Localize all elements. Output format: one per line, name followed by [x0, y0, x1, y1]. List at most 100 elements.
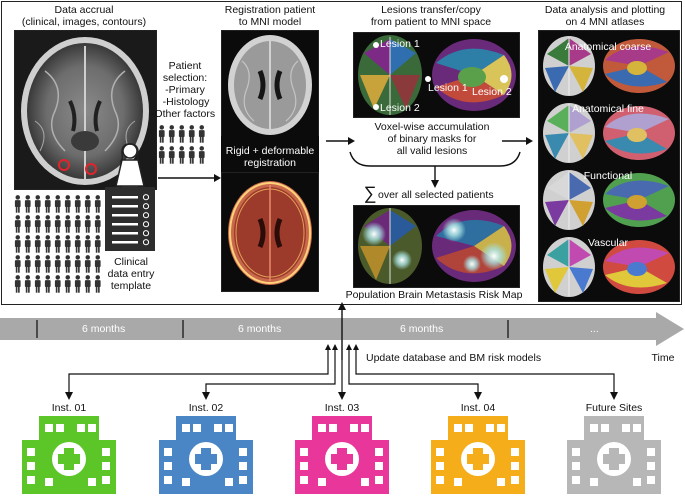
- hospital-window: [454, 424, 462, 432]
- template-line: [112, 196, 138, 199]
- person-icon: [14, 215, 21, 233]
- arrow-selection-to-registration: [158, 174, 221, 182]
- hospital-window: [102, 476, 110, 484]
- person-icon: [54, 195, 61, 213]
- site-connection-arrows: [65, 302, 618, 400]
- hospital-window: [436, 448, 444, 456]
- person-icon: [94, 195, 101, 213]
- hospital-window: [590, 478, 598, 486]
- hospital-window: [647, 476, 655, 484]
- hospital-window: [45, 478, 53, 486]
- hospital-window: [27, 448, 35, 456]
- template-checkbox: [142, 239, 150, 246]
- hospital-window: [318, 478, 326, 486]
- accumulation-bracket-arrows: [349, 151, 521, 188]
- person-icon: [64, 255, 71, 273]
- hospital-window: [214, 424, 222, 432]
- hospital-window: [647, 448, 655, 456]
- lesion-label-2b: Lesion 2: [472, 86, 512, 98]
- hospital-window: [375, 448, 383, 456]
- hospital-window: [77, 424, 85, 432]
- template-line: [112, 232, 138, 235]
- person-icon: [84, 215, 91, 233]
- hospital-window: [27, 462, 35, 470]
- hospital-window: [633, 478, 641, 486]
- institution-4-label: Inst. 04: [460, 402, 496, 414]
- registration-label-box: [221, 136, 319, 172]
- template-label-line2: data entry: [107, 268, 155, 280]
- hospital-window: [572, 476, 580, 484]
- analysis-title-line1: Data analysis and plotting: [544, 4, 666, 16]
- person-icon: [74, 255, 81, 273]
- hospital-icon-inst-01: [22, 416, 116, 494]
- hospital-window: [633, 424, 641, 432]
- person-icon: [44, 195, 51, 213]
- hospital-window: [622, 424, 630, 432]
- hospital-window: [375, 462, 383, 470]
- template-line: [112, 223, 138, 226]
- hospital-cross-h: [467, 454, 489, 464]
- timeline-segment-2: 6 months: [238, 323, 282, 335]
- person-icon: [24, 195, 31, 213]
- hospital-window: [56, 424, 64, 432]
- hospital-icon-inst-02: [159, 416, 253, 494]
- hospital-window: [193, 424, 201, 432]
- hospital-window: [182, 424, 190, 432]
- hospital-icon-future-sites: [567, 416, 661, 494]
- hospital-window: [239, 448, 247, 456]
- hospital-icon-inst-04: [431, 416, 525, 494]
- person-icon: [34, 275, 41, 293]
- hospital-window: [465, 424, 473, 432]
- hospital-window: [300, 462, 308, 470]
- update-text: Update database and BM risk models: [366, 352, 542, 364]
- person-icon: [14, 255, 21, 273]
- atlas-thumbnail: [543, 237, 675, 297]
- registration-title-line1: Registration patient: [224, 4, 316, 16]
- arrow-accumulation-to-analysis: [502, 137, 533, 145]
- hospital-window: [45, 424, 53, 432]
- person-icon: [44, 255, 51, 273]
- timeline-axis-label: Time: [651, 352, 675, 364]
- person-icon: [178, 125, 185, 143]
- lesion-dot-1a: [373, 42, 379, 48]
- hospital-window: [164, 448, 172, 456]
- hospital-window: [102, 448, 110, 456]
- person-icon: [84, 255, 91, 273]
- person-icon: [24, 215, 31, 233]
- person-icon: [188, 125, 195, 143]
- person-icon: [64, 275, 71, 293]
- timeline-segment-3: 6 months: [400, 323, 444, 335]
- hospital-window: [454, 478, 462, 486]
- timeline-segment-1: 6 months: [82, 323, 126, 335]
- patient-population-icons: [14, 195, 106, 295]
- atlas-label-anatomical-coarse: Anatomical coarse: [564, 41, 652, 53]
- lesion-label-2a: Lesion 2: [380, 102, 420, 114]
- risk-map-image: [353, 205, 520, 288]
- hospital-window: [239, 476, 247, 484]
- person-icon: [94, 255, 101, 273]
- template-checkbox: [142, 230, 150, 237]
- lesion-label-1a: Lesion 1: [380, 38, 420, 50]
- hospital-cross-h: [603, 454, 625, 464]
- person-icon: [54, 235, 61, 253]
- lesion-label-1b: Lesion 1: [428, 82, 468, 94]
- mni-model-image: [221, 30, 319, 138]
- sum-symbol: ∑: [363, 183, 377, 203]
- hospital-window: [572, 448, 580, 456]
- sum-text: over all selected patients: [378, 189, 494, 201]
- hospital-window: [361, 424, 369, 432]
- hospital-window: [329, 424, 337, 432]
- person-icon: [158, 125, 165, 143]
- template-line: [112, 241, 138, 244]
- risk-map-caption: Population Brain Metastasis Risk Map: [345, 289, 523, 301]
- hospital-window: [27, 476, 35, 484]
- hospital-window: [182, 478, 190, 486]
- lesion-dot-1b: [425, 76, 431, 82]
- template-checkbox: [142, 212, 150, 219]
- person-icon: [94, 215, 101, 233]
- selection-item-primary: -Primary: [165, 84, 205, 96]
- hospital-window: [375, 476, 383, 484]
- person-icon: [158, 146, 165, 164]
- hospital-window: [572, 462, 580, 470]
- person-icon: [34, 195, 41, 213]
